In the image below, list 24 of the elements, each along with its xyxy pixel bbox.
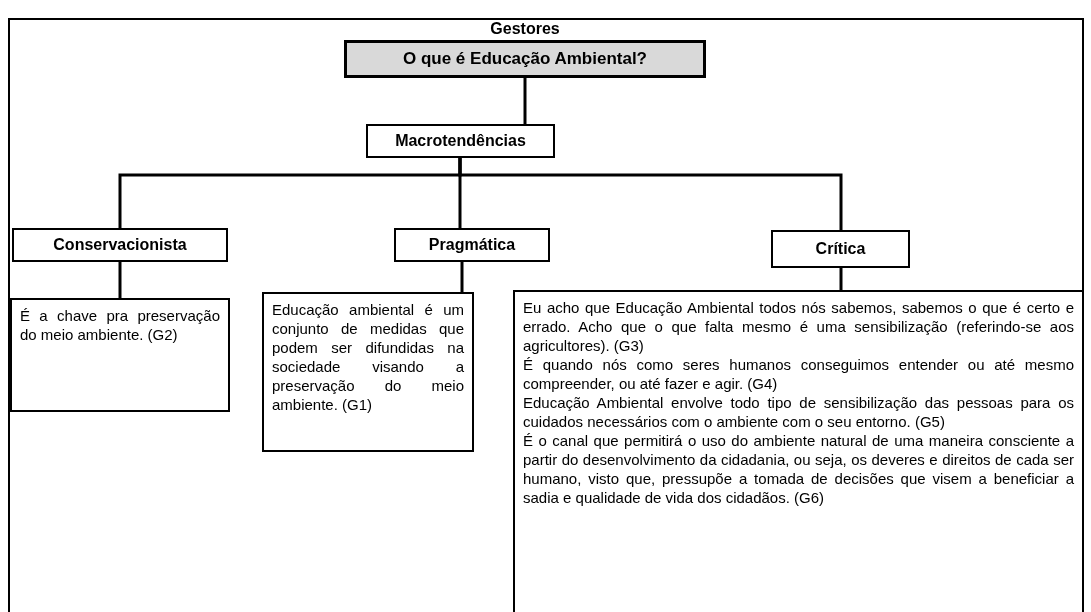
box-label: Crítica xyxy=(815,240,866,258)
quote-text: É quando nós como seres humanos conseguimos entender ou até mesmo compreender, ou até fazer e agir. (G4) xyxy=(523,355,1074,393)
category-box xyxy=(12,228,228,262)
quote-text: Educação ambiental é um conjunto de medidas que podem ser difundidas na sociedade visando a preservação do meio ambiente. (G1) xyxy=(272,300,464,414)
box-label: Conservacionista xyxy=(53,236,187,254)
quote-box xyxy=(513,290,1084,612)
quote-box xyxy=(262,292,474,452)
connector-line xyxy=(839,268,843,290)
box-label: O que é Educação Ambiental? xyxy=(402,49,647,69)
category-box xyxy=(394,228,550,262)
quote-text: É o canal que permitirá o uso do ambiente natural de uma maneira consciente a partir do desenvolvimento da cidadania, ou seja, os deveres e direitos de cada ser humano, visto que, pressupõe a tomada de decisões que visem a beneficiar a sadia e qualidade de vida dos cidadãos. (G6) xyxy=(523,431,1074,507)
question-box xyxy=(344,40,706,78)
quote-text: É a chave pra preservação do meio ambiente. (G2) xyxy=(20,306,220,344)
quote-text: Eu acho que Educação Ambiental todos nós sabemos, sabemos o que é certo e errado. Acho que o que falta mesmo é uma sensibilização (referindo-se aos agricultores). (G3) xyxy=(523,298,1074,355)
box-label: Pragmática xyxy=(428,236,516,254)
category-box xyxy=(366,124,555,158)
connector-line xyxy=(460,262,464,292)
quote-box xyxy=(10,298,230,412)
connector-line xyxy=(523,78,527,124)
diagram-title: Gestores xyxy=(489,20,561,38)
box-label: Macrotendências xyxy=(395,132,526,150)
connector-line xyxy=(118,262,122,298)
quote-text: Educação Ambiental envolve todo tipo de sensibilização das pessoas para os cuidados necessários com o ambiente com o seu entorno. (G5) xyxy=(523,393,1074,431)
category-box xyxy=(771,230,910,268)
